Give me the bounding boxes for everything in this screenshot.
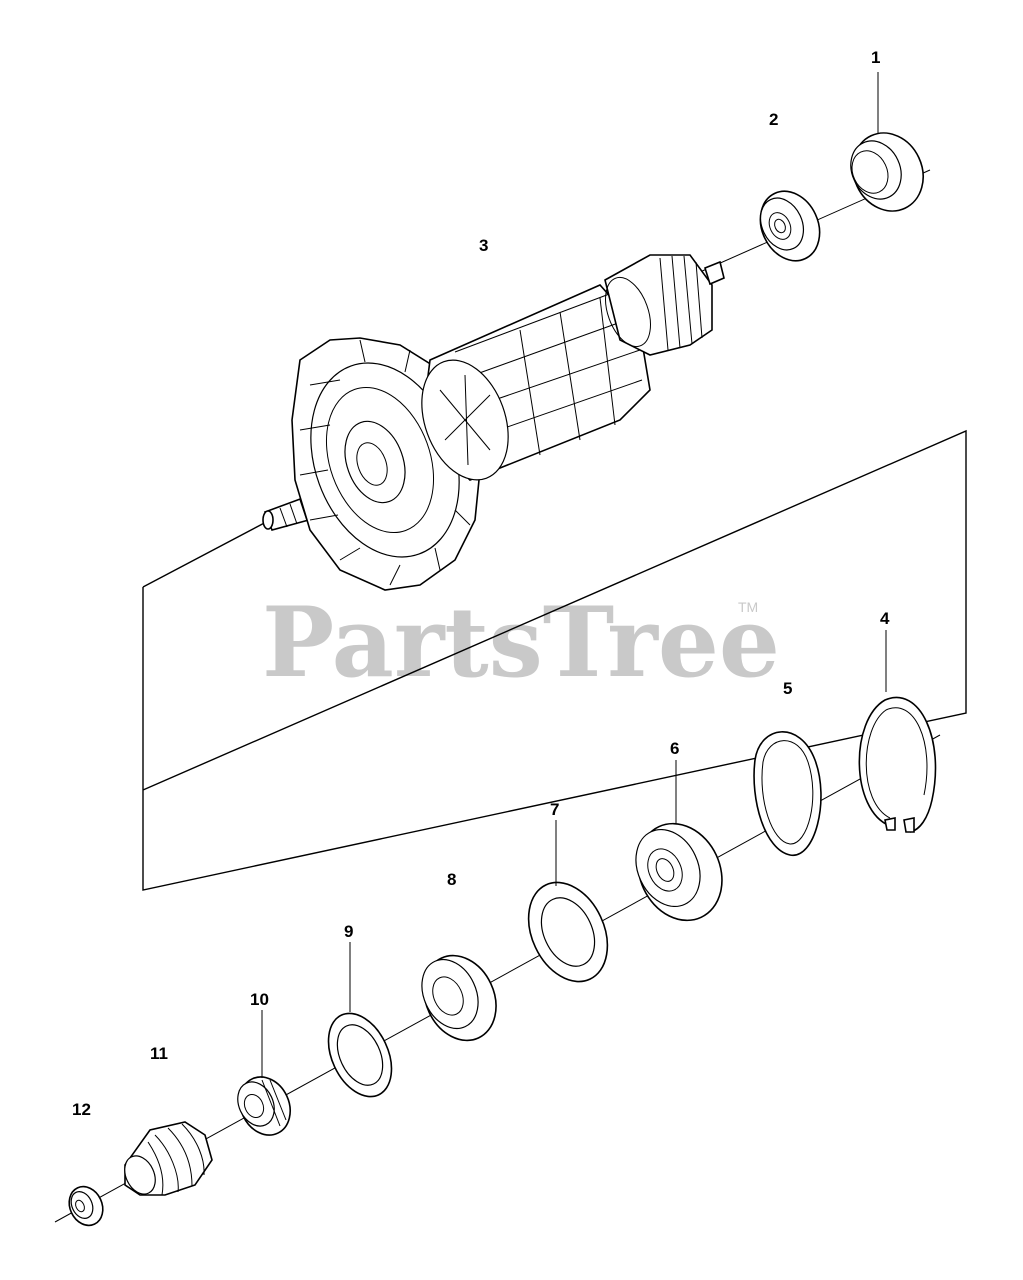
callout-1[interactable]: 1 xyxy=(871,48,880,67)
part-2-ball-bearing[interactable] xyxy=(749,182,830,271)
callout-2[interactable]: 2 xyxy=(769,110,778,129)
callout-7[interactable]: 7 xyxy=(550,800,559,819)
callout-5[interactable]: 5 xyxy=(783,679,792,698)
callout-8[interactable]: 8 xyxy=(447,870,456,889)
callout-9[interactable]: 9 xyxy=(344,922,353,941)
part-4-snap-ring[interactable] xyxy=(858,696,937,833)
callout-6[interactable]: 6 xyxy=(670,739,679,758)
part-9-washer[interactable] xyxy=(316,1003,404,1106)
shaft-axis-left xyxy=(142,519,271,588)
watermark-text: PartsTree xyxy=(262,586,780,699)
part-1-bearing-cup[interactable] xyxy=(840,121,935,222)
part-6-ball-bearing[interactable] xyxy=(623,810,738,934)
part-5-wave-washer[interactable] xyxy=(753,731,822,856)
part-7-washer[interactable] xyxy=(513,870,622,995)
armature-core xyxy=(421,284,651,481)
armature-commutator xyxy=(604,254,725,356)
watermark-trademark: TM xyxy=(738,599,758,615)
part-3-armature[interactable] xyxy=(262,254,725,591)
part-10-threaded-collar[interactable] xyxy=(231,1069,300,1144)
callout-10[interactable]: 10 xyxy=(250,990,269,1009)
part-8-bushing[interactable] xyxy=(411,944,510,1052)
part-12-small-bearing[interactable] xyxy=(63,1181,109,1231)
callout-12[interactable]: 12 xyxy=(72,1100,91,1119)
part-11-pinion-gear[interactable] xyxy=(119,1121,213,1199)
callout-3[interactable]: 3 xyxy=(479,236,488,255)
callout-11[interactable]: 11 xyxy=(150,1044,168,1063)
assembly-bracket-frame xyxy=(142,429,967,891)
callout-4[interactable]: 4 xyxy=(880,609,890,628)
